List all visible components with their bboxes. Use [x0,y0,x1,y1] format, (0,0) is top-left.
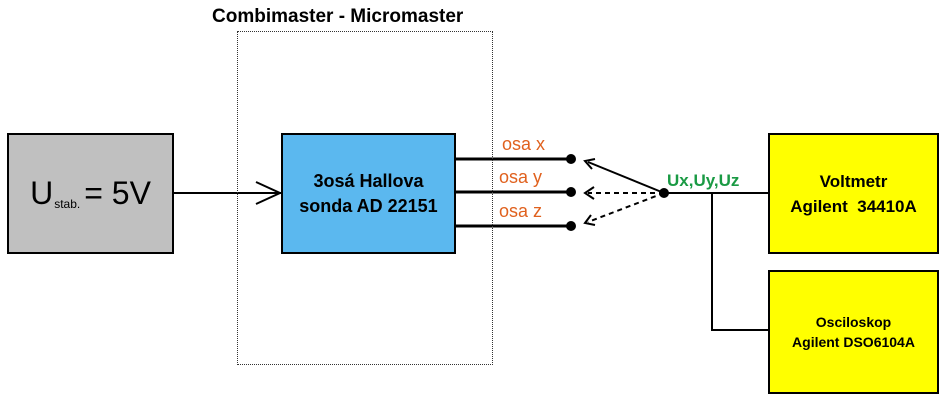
label-osa-z: osa z [499,201,543,221]
supply-arrowhead [255,181,283,205]
contact-y-dot [566,187,576,197]
supply-subscript: stab. [54,196,81,211]
label-osa-y: osa y [499,167,543,187]
supply-value: = 5V [84,175,151,211]
output-label: Ux,Uy,Uz [667,171,740,190]
switch-arm-z [587,192,665,223]
voltmeter-block: Voltmetr Agilent 34410A [768,133,939,254]
oscilloscope-line-1: Osciloskop [815,314,892,330]
sensor-line-1: 3osá Hallova [313,170,424,191]
label-osa-x: osa x [502,134,546,154]
output-to-oscilloscope-wire [711,193,768,331]
switch-arm-y-arrow [583,186,595,200]
switch-arm-z-arrow [583,214,596,226]
contact-z-dot [566,221,576,231]
voltmeter-line-1: Voltmetr [819,171,888,191]
supply-symbol: U [30,175,54,211]
oscilloscope-block: Osciloskop Agilent DSO6104A [768,270,939,394]
switch-arm-x [587,161,665,194]
contact-x-dot [566,154,576,164]
switch-arm-x-arrow [583,158,596,170]
voltmeter-line-2: Agilent 34410A [790,196,917,216]
group-title: Combimaster - Micromaster [212,6,464,27]
sensor-line-2: sonda AD 22151 [299,195,438,216]
group-boundary [237,31,493,365]
oscilloscope-line-2: Agilent DSO6104A [792,334,915,350]
hall-sensor-block: 3osá Hallova sonda AD 22151 [281,133,456,254]
